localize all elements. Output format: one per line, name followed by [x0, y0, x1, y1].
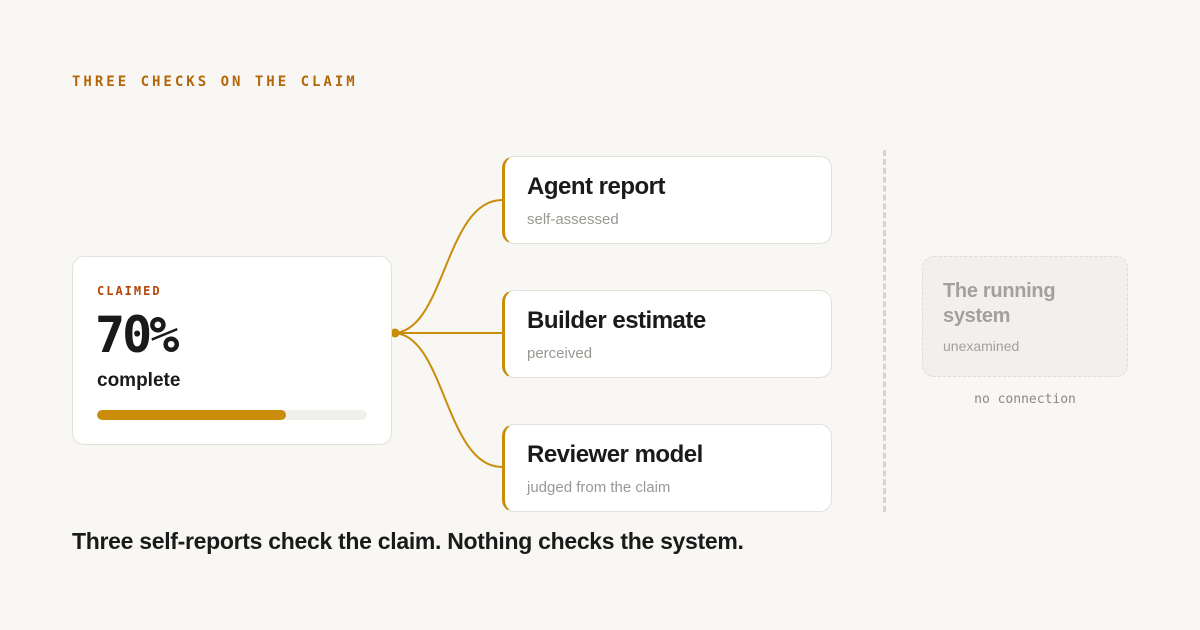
footer-caption: Three self-reports check the claim. Noth…	[72, 528, 744, 554]
connector-agent-report	[392, 199, 503, 334]
claim-caption: complete	[97, 370, 181, 391]
system-subtitle: unexamined	[943, 338, 1020, 354]
claim-progress-bar	[97, 410, 367, 420]
claim-card: CLAIMED 70% complete	[72, 256, 392, 445]
check-card-builder-estimate: Builder estimate perceived	[502, 290, 832, 378]
check-subtitle: judged from the claim	[527, 479, 671, 496]
running-system-card: The running system unexamined	[922, 256, 1128, 377]
check-subtitle: self-assessed	[527, 211, 619, 228]
section-eyebrow: THREE CHECKS ON THE CLAIM	[72, 74, 358, 90]
system-title: The running system	[943, 280, 1056, 327]
no-connection-label: no connection	[974, 392, 1076, 407]
claim-progress-fill	[97, 410, 286, 420]
check-title: Reviewer model	[527, 441, 703, 468]
check-card-agent-report: Agent report self-assessed	[502, 156, 832, 244]
check-card-reviewer-model: Reviewer model judged from the claim	[502, 424, 832, 512]
claim-label: CLAIMED	[97, 284, 162, 298]
claim-value: 70%	[95, 306, 179, 364]
connector-origin-dot	[390, 328, 400, 338]
check-subtitle: perceived	[527, 345, 593, 362]
check-title: Agent report	[527, 173, 666, 200]
dashed-divider	[883, 150, 886, 512]
connector-reviewer-model	[392, 332, 503, 468]
check-title: Builder estimate	[527, 307, 706, 334]
